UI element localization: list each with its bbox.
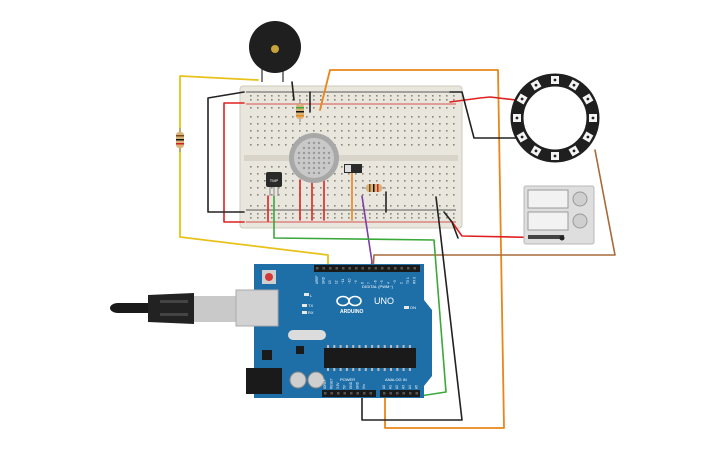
analog-pin-label-4: A4 <box>408 385 412 389</box>
power-label: POWER <box>340 377 355 382</box>
wire-red-left <box>223 102 245 223</box>
on-label: ON <box>410 305 416 310</box>
wire-green <box>273 195 447 397</box>
wire-yellow <box>179 75 329 271</box>
wire-black-long <box>361 196 463 421</box>
wire-black-lcd <box>443 211 459 239</box>
digital-pin-label-7: 8 <box>361 282 365 284</box>
wire-black-ring <box>449 91 517 139</box>
resistor-top[interactable] <box>296 100 304 122</box>
digital-label: DIGITAL (PWM~) <box>362 284 394 289</box>
digital-pin-label-3: 12 <box>335 280 339 284</box>
analog-pin-label-5: A5 <box>415 385 419 389</box>
lcd-display[interactable] <box>523 185 595 245</box>
analog-pin-label-0: A0 <box>382 385 386 389</box>
breadboard[interactable] <box>239 85 463 229</box>
l-label: L <box>310 293 313 298</box>
digital-pin-label-10: ~5 <box>380 280 384 284</box>
temperature-sensor[interactable]: TMP <box>266 172 282 196</box>
power-pin-label-4: GND <box>349 381 353 389</box>
slide-switch[interactable] <box>344 164 362 173</box>
ring-leds <box>513 76 597 160</box>
digital-pin-label-6: ~9 <box>354 280 358 284</box>
analog-pin-label-3: A3 <box>402 385 406 389</box>
digital-pin-label-9: ~6 <box>374 280 378 284</box>
arduino-logo <box>336 295 362 307</box>
wire-black-left <box>207 91 245 213</box>
gas-sensor[interactable] <box>289 133 339 183</box>
board-model: UNO <box>374 296 394 306</box>
digital-pin-label-0: AREF <box>315 275 319 284</box>
digital-pin-label-14: TX 1 <box>406 277 410 284</box>
digital-pin-label-4: ~11 <box>341 279 345 284</box>
digital-pin-label-8: 7 <box>367 282 371 284</box>
analog-label: ANALOG IN <box>385 377 407 382</box>
power-pin-label-2: 3.3V <box>336 382 340 389</box>
digital-pin-label-1: GND <box>322 276 326 284</box>
board-brand: ARDUINO <box>340 309 363 315</box>
chip-pins <box>327 345 411 371</box>
wire-orange <box>319 69 505 429</box>
digital-pin-label-11: 4 <box>387 282 391 284</box>
tx-label: TX <box>308 303 313 308</box>
bottom-header-pins <box>324 392 418 395</box>
rx-label: RX <box>308 310 314 315</box>
resistor-middle[interactable] <box>362 184 386 192</box>
breadboard-holes <box>250 95 455 219</box>
wire-red-ring <box>449 96 517 103</box>
digital-header-pins <box>316 267 416 270</box>
power-pin-label-6: Vin <box>362 384 366 389</box>
digital-pin-label-12: ~3 <box>393 280 397 284</box>
power-pin-label-3: 5V <box>343 384 347 389</box>
arduino-uno-board[interactable]: UNO ARDUINO DIGITAL (PWM~) POWER ANALOG … <box>235 264 432 398</box>
sensor-label: TMP <box>270 178 279 183</box>
digital-pin-label-5: ~10 <box>348 278 352 284</box>
sensor-mesh <box>297 141 331 175</box>
wire-brown <box>372 149 616 271</box>
usb-cable <box>110 293 236 324</box>
digital-pin-label-13: 2 <box>400 282 404 284</box>
power-pin-label-0: IOREF <box>323 379 327 389</box>
analog-pin-label-2: A2 <box>395 385 399 389</box>
neopixel-ring[interactable] <box>510 73 600 163</box>
digital-pin-label-15: RX 0 <box>413 277 417 284</box>
power-pin-label-5: GND <box>356 381 360 389</box>
power-pin-label-1: RESET <box>330 378 334 389</box>
resistor-left[interactable] <box>176 128 184 152</box>
digital-pin-label-2: 13 <box>328 280 332 284</box>
analog-pin-label-1: A1 <box>389 385 393 389</box>
wires <box>179 69 616 429</box>
piezo-buzzer[interactable] <box>249 21 301 82</box>
